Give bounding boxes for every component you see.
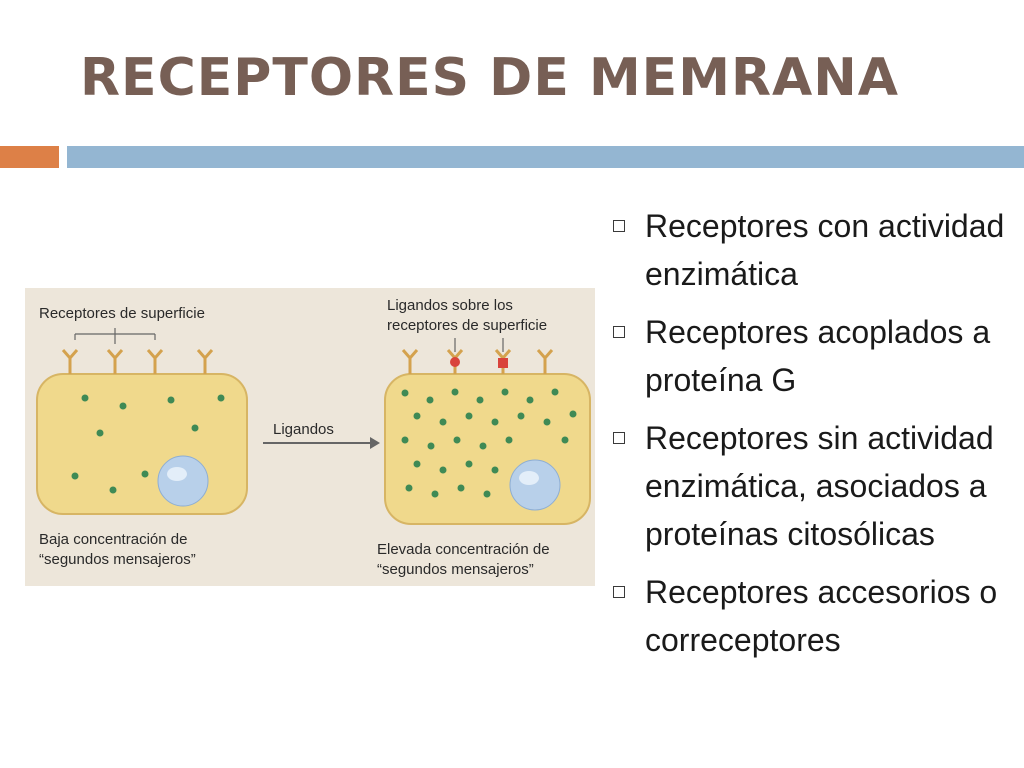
messenger-dot [457, 484, 465, 492]
left-bracket [74, 328, 156, 344]
messenger-dot [217, 394, 225, 402]
messenger-dot [71, 472, 79, 480]
left-cell-nucleus [157, 455, 209, 507]
messenger-dot [505, 436, 513, 444]
messenger-dot [551, 388, 559, 396]
left-receptors [61, 349, 214, 374]
right-cell-nucleus [509, 459, 561, 511]
bullet-item-4: Receptores accesorios o correceptores [608, 568, 1018, 664]
messenger-dot [405, 484, 413, 492]
messenger-dot [96, 429, 104, 437]
messenger-dot [119, 402, 127, 410]
messenger-dot [451, 388, 459, 396]
messenger-dot [401, 389, 409, 397]
bullet-text: Receptores acoplados a proteína G [645, 314, 991, 398]
right-messenger-dots [401, 388, 577, 498]
left-caption-line1: Baja concentración de [39, 531, 187, 548]
label-surface-receptors: Receptores de superficie [39, 305, 205, 322]
messenger-dot [476, 396, 484, 404]
bullet-item-3: Receptores sin actividad enzimática, aso… [608, 414, 1018, 558]
messenger-dot [81, 394, 89, 402]
messenger-dot [561, 436, 569, 444]
messenger-dot [141, 470, 149, 478]
accent-bar-blue [67, 146, 1024, 168]
messenger-dot [479, 442, 487, 450]
bound-ligand-square [498, 358, 508, 368]
messenger-dot [191, 424, 199, 432]
left-messenger-dots [71, 394, 225, 494]
square-bullet-icon [613, 586, 625, 598]
label-ligands-on-receptors-line2: receptores de superficie [387, 317, 547, 334]
bullet-text: Receptores accesorios o correceptores [645, 574, 998, 658]
accent-bar-orange [0, 146, 59, 168]
messenger-dot [439, 418, 447, 426]
square-bullet-icon [613, 432, 625, 444]
messenger-dot [465, 460, 473, 468]
right-receptors [401, 349, 554, 374]
bullet-item-2: Receptores acoplados a proteína G [608, 308, 1018, 404]
messenger-dot [427, 442, 435, 450]
messenger-dot [413, 460, 421, 468]
square-bullet-icon [613, 220, 625, 232]
messenger-dot [109, 486, 117, 494]
messenger-dot [439, 466, 447, 474]
bullet-item-1: Receptores con actividad enzimática [608, 202, 1018, 298]
messenger-dot [501, 388, 509, 396]
messenger-dot [413, 412, 421, 420]
messenger-dot [431, 490, 439, 498]
bullet-list: Receptores con actividad enzimática Rece… [608, 202, 1018, 674]
bullet-text: Receptores sin actividad enzimática, aso… [645, 420, 994, 552]
messenger-dot [426, 396, 434, 404]
membrane-receptor-figure: Receptores de superficie Ligandos sobre … [25, 288, 595, 586]
right-caption-line1: Elevada concentración de [377, 541, 550, 558]
messenger-dot [491, 466, 499, 474]
right-caption-line2: “segundos mensajeros” [377, 561, 534, 578]
right-cell [384, 373, 591, 525]
messenger-dot [453, 436, 461, 444]
messenger-dot [401, 436, 409, 444]
slide-title: Receptores de memrana [80, 48, 900, 108]
messenger-dot [543, 418, 551, 426]
left-cell [36, 373, 248, 515]
right-nucleus-highlight [519, 471, 539, 485]
messenger-dot [526, 396, 534, 404]
square-bullet-icon [613, 326, 625, 338]
messenger-dot [167, 396, 175, 404]
left-caption-line2: “segundos mensajeros” [39, 551, 196, 568]
messenger-dot [483, 490, 491, 498]
messenger-dot [569, 410, 577, 418]
label-ligands-on-receptors-line1: Ligandos sobre los [387, 297, 513, 314]
right-pointer-lines [454, 338, 504, 352]
bound-ligand-round [450, 357, 460, 367]
messenger-dot [465, 412, 473, 420]
messenger-dot [517, 412, 525, 420]
left-nucleus-highlight [167, 467, 187, 481]
figure-illustration: Receptores de superficie Ligandos sobre … [36, 297, 591, 578]
ligand-arrow-head [370, 437, 380, 449]
arrow-label: Ligandos [273, 421, 334, 438]
messenger-dot [491, 418, 499, 426]
bullet-text: Receptores con actividad enzimática [645, 208, 1005, 292]
